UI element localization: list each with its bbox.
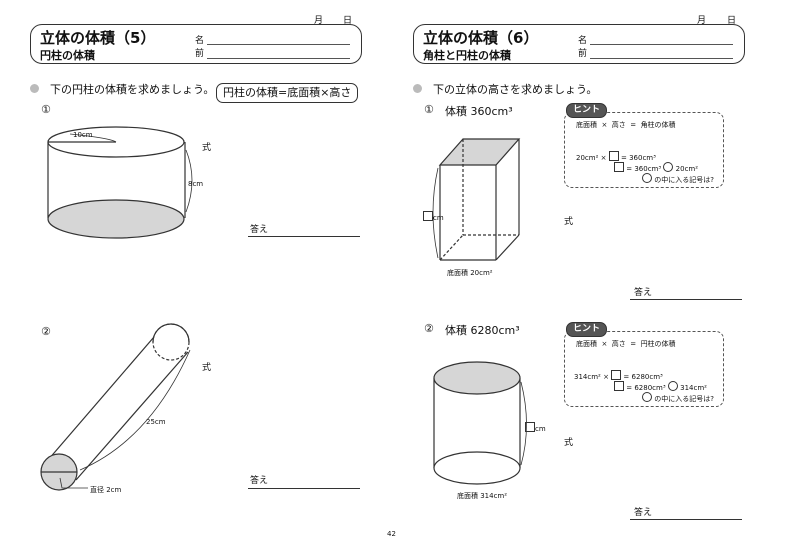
- hint-question: の中に入る記号は?: [642, 173, 714, 185]
- problem-number: ②: [424, 322, 434, 335]
- formula-box: 円柱の体積=底面積×高さ: [216, 83, 359, 103]
- name-field-left[interactable]: [207, 44, 350, 45]
- diameter-label: 直径 2cm: [90, 486, 122, 494]
- page-title-left: 立体の体積（5）: [40, 29, 156, 47]
- month-label: 月: [314, 16, 324, 26]
- name-label-1: 名: [578, 36, 588, 46]
- instruction-left: 下の円柱の体積を求めましょう。: [50, 83, 215, 96]
- page-number: 42: [387, 530, 396, 538]
- month-label: 月: [697, 16, 707, 26]
- answer-line[interactable]: [248, 236, 360, 237]
- prism: [432, 138, 521, 261]
- shiki-label: 式: [564, 217, 574, 227]
- name-label-1: 名: [195, 36, 205, 46]
- bullet-icon: [413, 84, 422, 93]
- answer-label: 答え: [250, 225, 269, 235]
- hint-question: の中に入る記号は?: [642, 392, 714, 404]
- height-box-label: cm: [423, 211, 444, 222]
- name-label-2: 前: [578, 49, 588, 59]
- day-label: 日: [727, 16, 737, 26]
- height-box-label: cm: [525, 422, 546, 433]
- problem-number: ②: [41, 325, 51, 338]
- radius-label: 10cm: [73, 131, 93, 139]
- base-area-label: 底面積 20cm²: [447, 269, 493, 277]
- page-title-right: 立体の体積（6）: [423, 29, 539, 47]
- shiki-label: 式: [564, 438, 574, 448]
- length-label: 25cm: [146, 418, 166, 426]
- page-subtitle-right: 角柱と円柱の体積: [423, 49, 511, 62]
- name-label-2: 前: [195, 49, 205, 59]
- answer-label: 答え: [250, 476, 269, 486]
- hint-tag: ヒント: [566, 103, 608, 118]
- hint-row: = 360cm³ 20cm²: [614, 162, 698, 173]
- bullet-icon: [30, 84, 39, 93]
- cylinder-2: [40, 323, 191, 491]
- answer-line[interactable]: [630, 299, 742, 300]
- name-field-right[interactable]: [590, 44, 733, 45]
- base-area-label: 底面積 314cm²: [457, 492, 508, 500]
- day-label: 日: [343, 16, 353, 26]
- cylinder-3: [433, 361, 527, 485]
- shiki-label: 式: [202, 143, 212, 153]
- height-label: 8cm: [188, 180, 204, 188]
- hint-row: = 6280cm³ 314cm²: [614, 381, 707, 392]
- page-subtitle-left: 円柱の体積: [40, 49, 95, 62]
- hint-row: 20cm² × = 360cm³: [576, 151, 656, 162]
- hint-header: 底面積 × 高さ = 円柱の体積: [576, 340, 676, 348]
- answer-line[interactable]: [630, 519, 742, 520]
- volume-label: 体積 6280cm³: [445, 324, 520, 337]
- volume-label: 体積 360cm³: [445, 105, 513, 118]
- problem-number: ①: [41, 103, 51, 116]
- name-field-right-2[interactable]: [590, 58, 733, 59]
- hint-header: 底面積 × 高さ = 角柱の体積: [576, 121, 676, 129]
- cylinder-1: [47, 126, 193, 239]
- answer-line[interactable]: [248, 488, 360, 489]
- answer-label: 答え: [634, 288, 653, 298]
- hint-row: 314cm² × = 6280cm³: [574, 370, 663, 381]
- answer-label: 答え: [634, 508, 653, 518]
- name-field-left-2[interactable]: [207, 58, 350, 59]
- hint-tag: ヒント: [566, 322, 608, 337]
- problem-number: ①: [424, 103, 434, 116]
- shiki-label: 式: [202, 363, 212, 373]
- instruction-right: 下の立体の高さを求めましょう。: [433, 83, 598, 96]
